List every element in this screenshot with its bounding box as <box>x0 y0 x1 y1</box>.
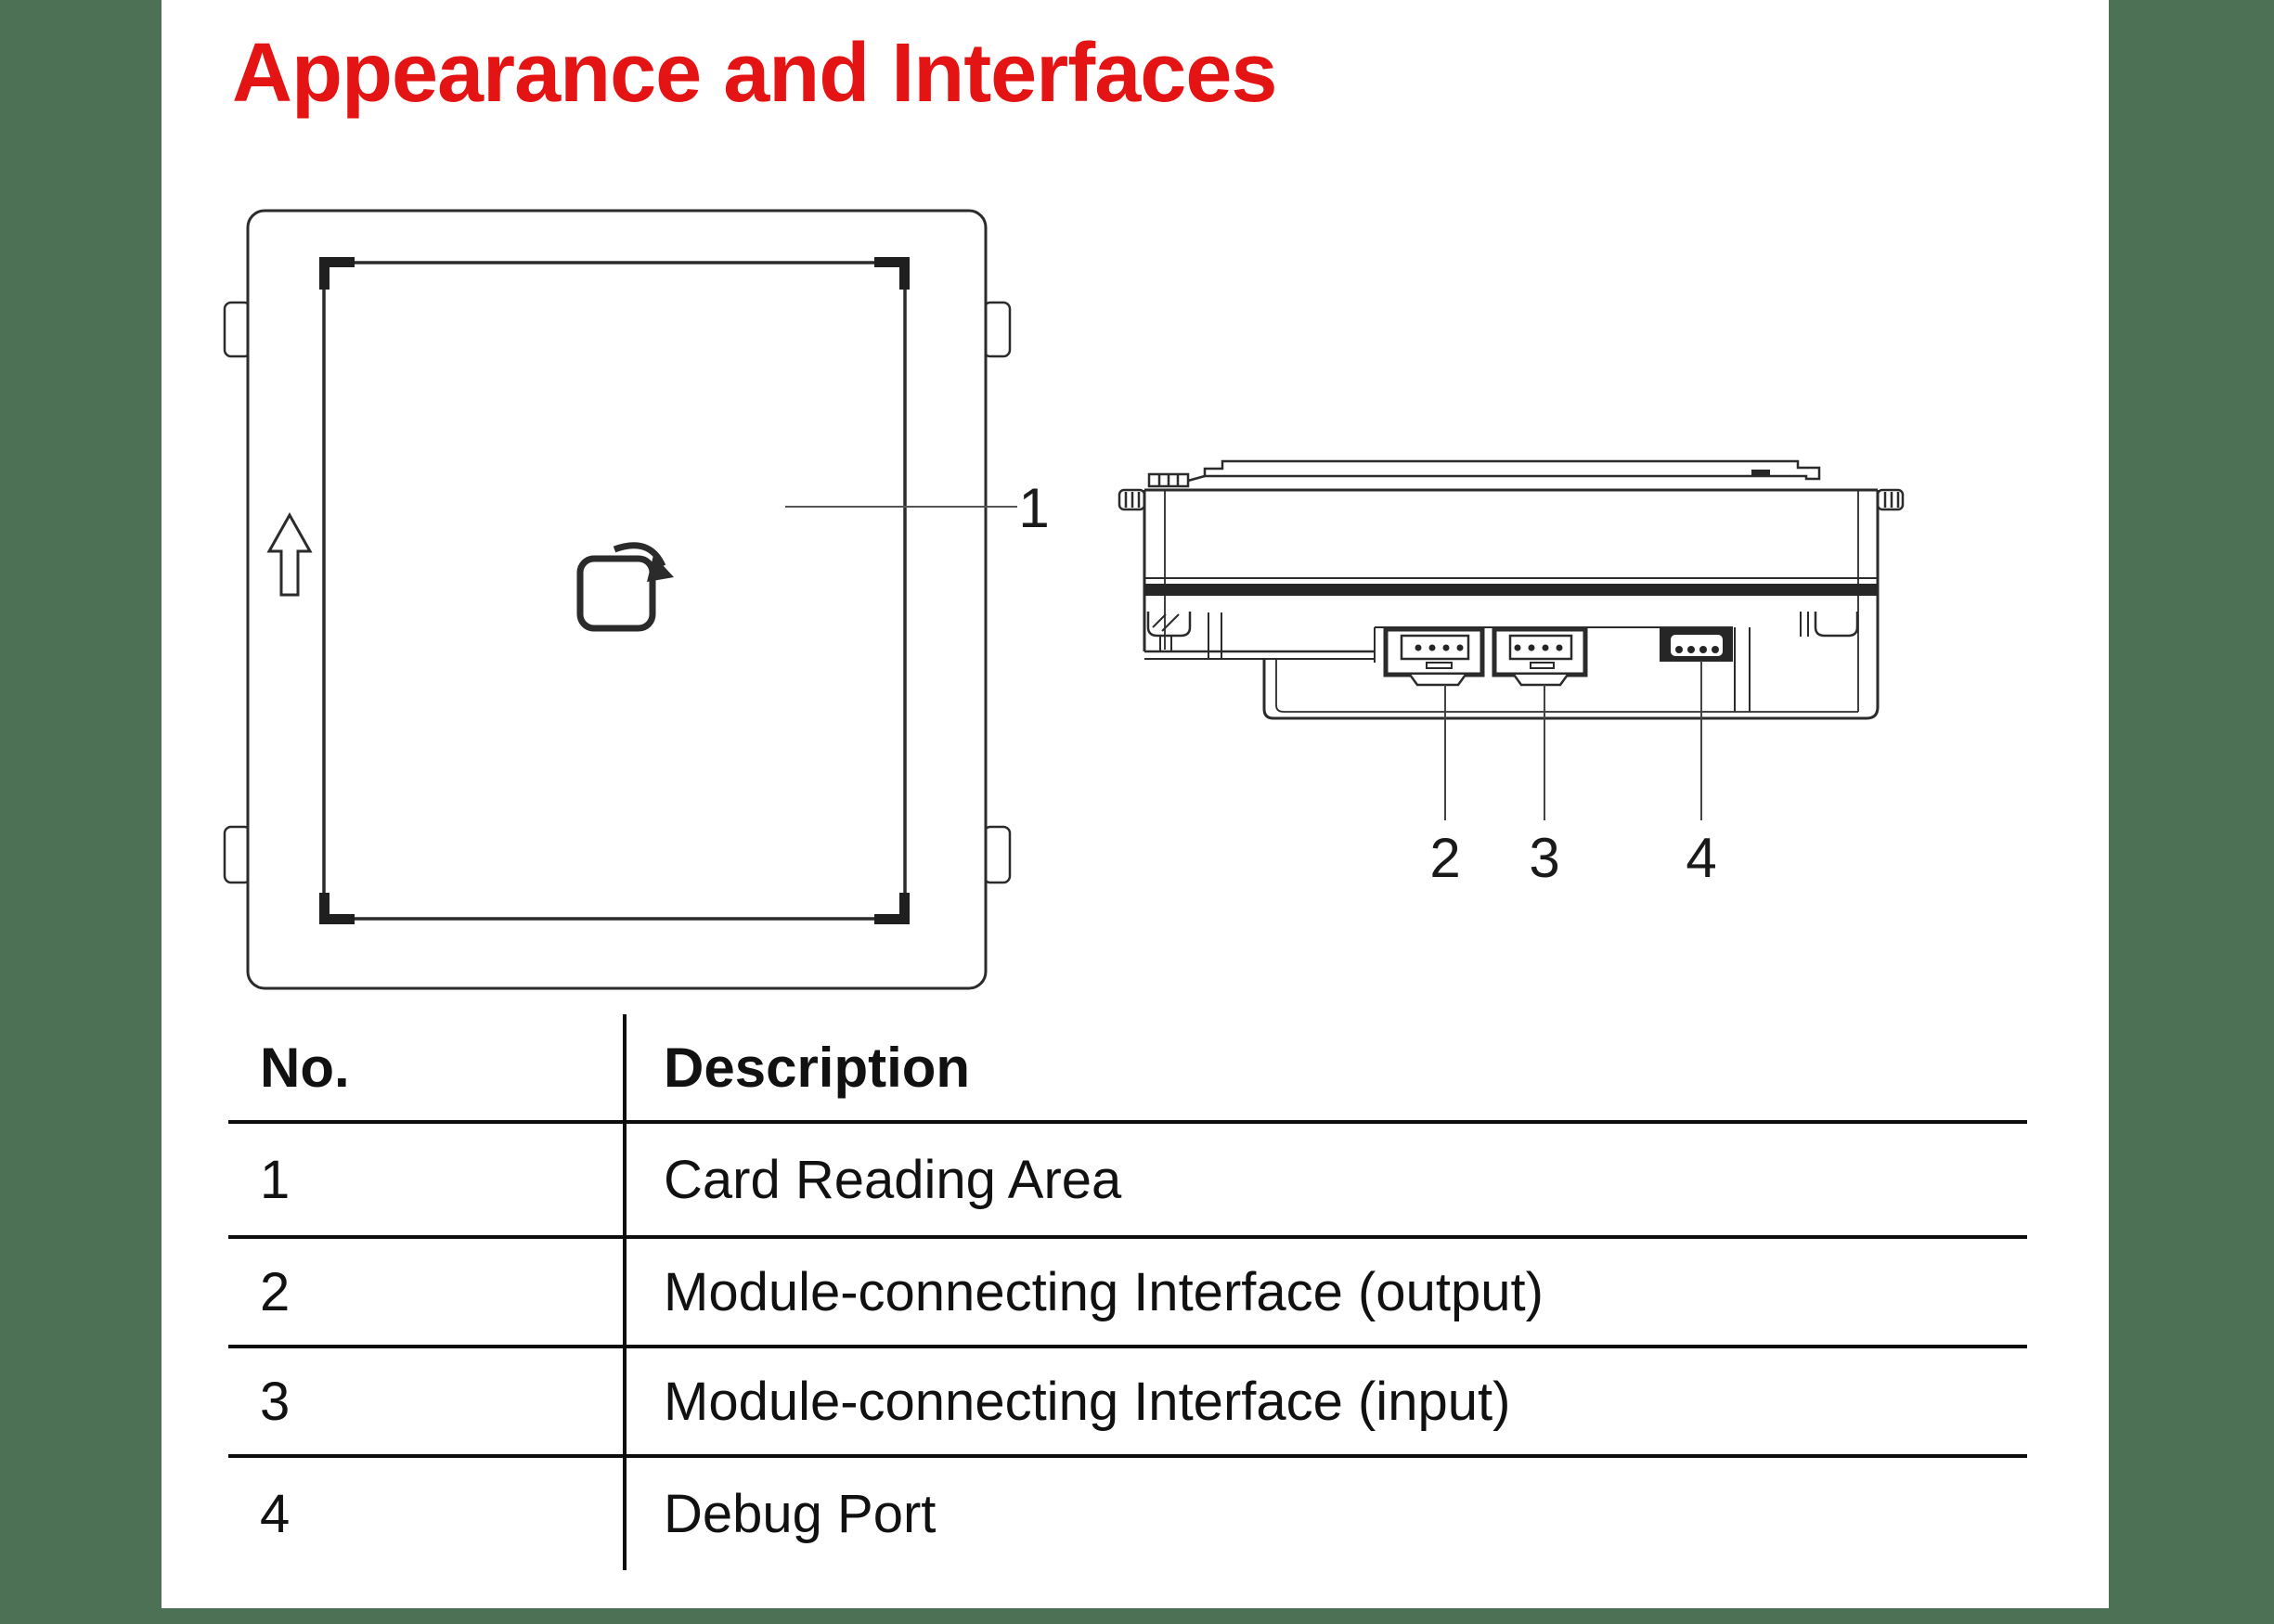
callout-1-label: 1 <box>1018 477 1049 539</box>
module-connector-output <box>1383 626 1485 687</box>
header-no: No. <box>228 1014 627 1120</box>
callout-2-label: 2 <box>1429 827 1460 889</box>
module-outer-frame <box>246 209 988 990</box>
table-row: 4 Debug Port <box>228 1458 2027 1570</box>
page-title: Appearance and Interfaces <box>232 27 1277 120</box>
card-logo-icon <box>576 542 674 632</box>
debug-port-connector <box>1660 628 1733 662</box>
interface-description-table: No. Description 1 Card Reading Area 2 Mo… <box>228 1014 2027 1570</box>
row-description: Module-connecting Interface (output) <box>664 1261 1544 1322</box>
callout-leader-lines <box>1444 661 1702 820</box>
module-connector-input <box>1492 626 1588 687</box>
side-view-diagram: 2 3 4 <box>1118 459 1905 889</box>
row-no: 3 <box>228 1348 627 1454</box>
row-description: Module-connecting Interface (input) <box>664 1371 1511 1432</box>
row-no: 1 <box>228 1124 627 1235</box>
up-arrow-icon <box>266 511 313 597</box>
row-description: Card Reading Area <box>664 1149 1122 1210</box>
front-view-diagram: 1 <box>223 209 1050 990</box>
side-clips <box>1118 488 1905 511</box>
row-description: Debug Port <box>664 1484 937 1544</box>
callout-4-label: 4 <box>1686 827 1716 889</box>
lid-mark <box>1751 470 1770 475</box>
row-no: 4 <box>228 1458 627 1570</box>
top-pin-header <box>1147 472 1206 488</box>
card-reading-panel <box>322 261 907 921</box>
callout-3-label: 3 <box>1529 827 1559 889</box>
table-header-row: No. Description <box>228 1014 2027 1124</box>
separator-band <box>1144 584 1878 596</box>
header-description: Description <box>664 1036 971 1099</box>
row-no: 2 <box>228 1239 627 1345</box>
panel-corner-marks <box>319 257 910 924</box>
table-row: 3 Module-connecting Interface (input) <box>228 1348 2027 1458</box>
table-row: 2 Module-connecting Interface (output) <box>228 1239 2027 1348</box>
top-lid <box>1203 459 1821 481</box>
table-row: 1 Card Reading Area <box>228 1124 2027 1239</box>
